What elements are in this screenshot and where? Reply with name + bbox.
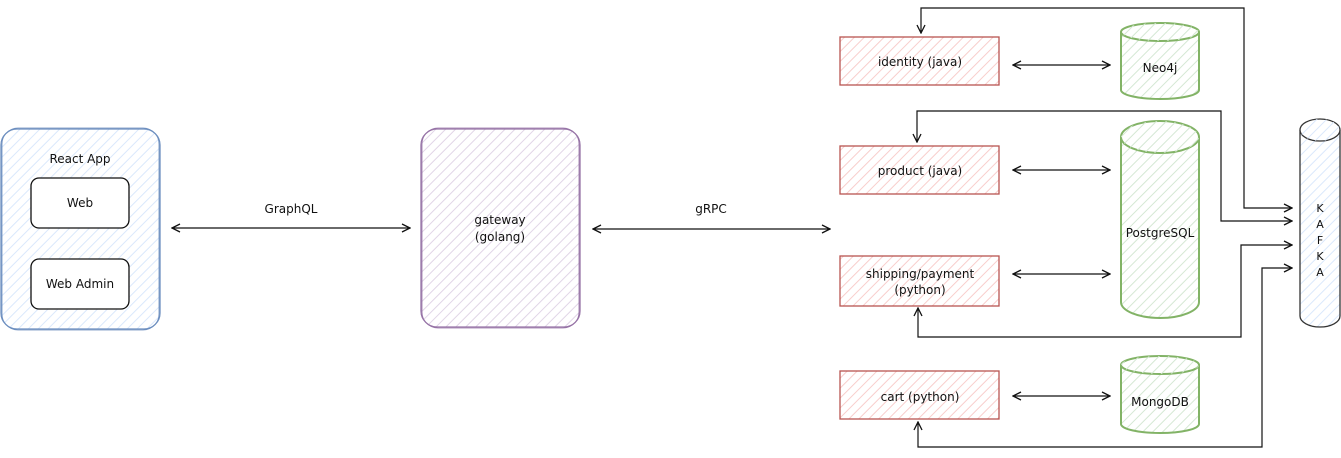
kafka-letter-3: F [1317, 234, 1323, 247]
graphql-label: GraphQL [265, 202, 318, 216]
neo4j-database[interactable]: Neo4j [1120, 22, 1200, 100]
kafka-letter-4: K [1316, 250, 1324, 263]
product-service-label: product (java) [878, 164, 962, 178]
web-admin-label: Web Admin [46, 277, 114, 291]
react-app-title: React App [49, 152, 110, 166]
cart-service-box[interactable]: cart (python) [839, 370, 1000, 420]
web-label: Web [67, 196, 93, 210]
mongodb-label: MongoDB [1131, 395, 1189, 409]
kafka-broker[interactable]: K A F K A [1299, 118, 1341, 328]
gateway-box[interactable]: gateway (golang) [420, 127, 581, 329]
kafka-letter-2: A [1316, 218, 1324, 231]
postgres-database[interactable]: PostgreSQL [1120, 120, 1200, 319]
kafka-letter-5: A [1316, 266, 1324, 279]
web-box[interactable]: Web [30, 177, 130, 229]
web-admin-box[interactable]: Web Admin [30, 258, 130, 310]
neo4j-label: Neo4j [1143, 61, 1178, 75]
postgres-label: PostgreSQL [1126, 226, 1195, 240]
gateway-label: gateway [474, 213, 525, 227]
shipping-payment-lang-label: (python) [894, 283, 945, 297]
shipping-payment-service-box[interactable]: shipping/payment (python) [839, 255, 1000, 307]
product-service-box[interactable]: product (java) [839, 145, 1000, 195]
mongodb-database[interactable]: MongoDB [1120, 355, 1200, 434]
identity-service-label: identity (java) [878, 55, 962, 69]
cart-kafka-connector [918, 268, 1292, 448]
identity-service-box[interactable]: identity (java) [839, 36, 1000, 86]
kafka-letter-1: K [1316, 202, 1324, 215]
grpc-label: gRPC [695, 202, 727, 216]
cart-service-label: cart (python) [881, 390, 960, 404]
shipping-payment-label: shipping/payment [866, 267, 975, 281]
product-kafka-connector [917, 110, 1292, 221]
gateway-lang-label: (golang) [475, 230, 525, 244]
